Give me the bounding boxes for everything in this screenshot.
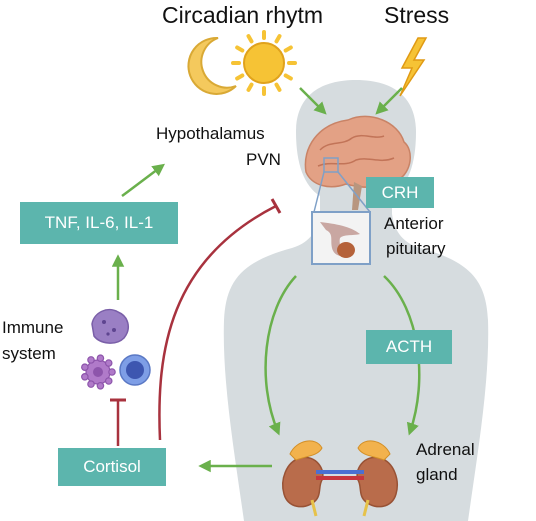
- label-hypothalamus: Hypothalamus: [156, 124, 265, 143]
- label-pituitary: pituitary: [386, 239, 446, 258]
- acth-box: ACTH: [366, 330, 452, 364]
- arrow-circadian-to-brain: [299, 87, 327, 115]
- label-system: system: [2, 344, 56, 363]
- label-gland: gland: [416, 465, 458, 484]
- sun-icon: [231, 30, 297, 96]
- kidney-icon: [282, 440, 398, 517]
- label-anterior: Anterior: [384, 214, 444, 233]
- cortisol-box: Cortisol: [58, 448, 166, 486]
- title-circadian-rhythm: Circadian rhytm: [162, 2, 324, 28]
- moon-icon: [187, 36, 237, 95]
- label-adrenal: Adrenal: [416, 440, 475, 459]
- lightning-icon: [399, 37, 428, 97]
- cytokines-box: TNF, IL-6, IL-1: [20, 202, 178, 244]
- title-stress: Stress: [384, 2, 450, 28]
- arrow-stress-to-brain: [375, 87, 403, 115]
- inhibit-cortisol-to-immune: [110, 398, 126, 446]
- label-pvn: PVN: [246, 150, 281, 169]
- pituitary-icon: [311, 171, 371, 265]
- arrow-pituitary-to-left-adrenal: [264, 275, 297, 436]
- crh-box: CRH: [366, 177, 434, 208]
- inhibit-cortisol-to-hypothalamus: [158, 198, 282, 441]
- immune-cell-icon: [81, 308, 151, 390]
- arrow-cytokines-to-hypothalamus: [121, 163, 165, 197]
- label-immune: Immune: [2, 318, 64, 337]
- body-silhouette: [223, 80, 489, 521]
